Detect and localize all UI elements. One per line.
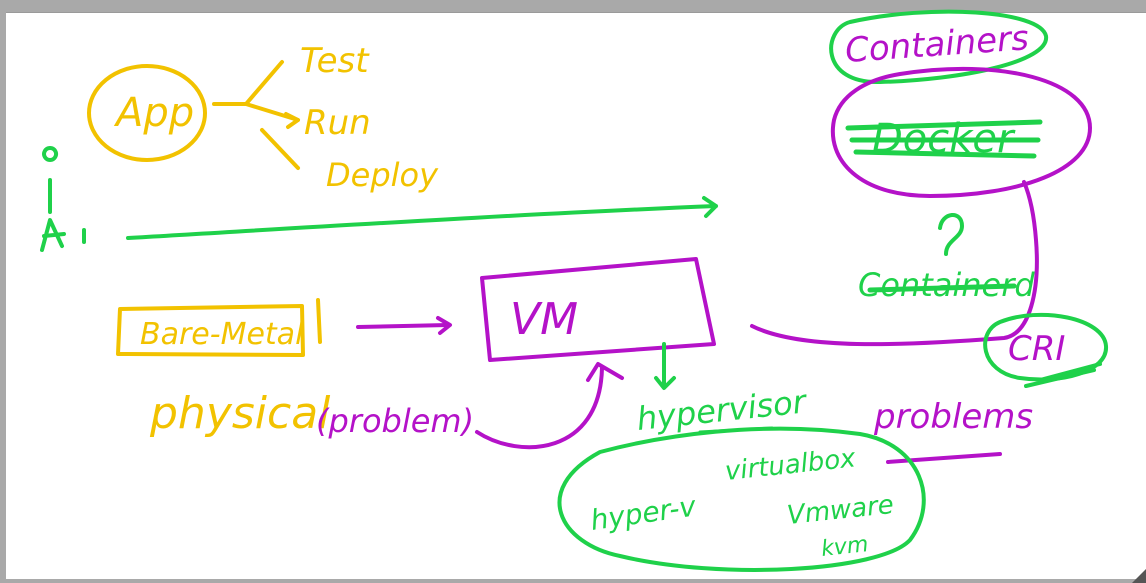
arrow-to-vm [356,316,452,335]
vm-box [480,257,716,362]
app-connector [212,60,300,122]
label-containerd: Containerd [858,266,1035,304]
vm-to-containers-line [750,180,1039,347]
bare-metal-bar [316,298,322,344]
label-physical: physical [149,388,331,439]
cri-scribble [1024,362,1102,388]
whiteboard-canvas[interactable] [6,12,1146,579]
label-vmware: Vmware [786,490,896,531]
resize-handle[interactable] [1132,569,1146,583]
hypervisor-cloud [557,426,926,572]
containerd-question-mark [938,213,964,256]
problem-loop-arrow [475,362,624,450]
arrow-to-run [284,112,300,129]
hypervisor-arrow [654,342,676,390]
label-bare-metal: Bare-Metal [140,317,304,352]
problems-underline [886,452,1002,464]
label-test: Test [300,41,370,81]
docker-circle [830,66,1092,198]
label-docker: Docker [872,116,1016,162]
label-containers: Containers [844,18,1030,71]
label-cri: CRI [1008,329,1065,369]
app-circle [87,64,207,162]
label-problems: problems [873,397,1033,437]
label-run: Run [304,103,371,143]
timeline-arrow [126,196,718,240]
label-deploy: Deploy [326,156,439,194]
deploy-connector [260,128,300,170]
containers-circle [829,9,1049,85]
label-vm: VM [510,294,578,345]
containerd-strikethrough [867,283,1017,293]
bare-metal-box [116,304,305,357]
label-hyperv: hyper-v [588,489,698,536]
stickman-icon [40,146,86,252]
docker-strikethrough [845,119,1043,159]
label-app: App [113,90,194,136]
label-problem: (problem) [316,402,474,440]
label-kvm: kvm [820,532,870,562]
label-virtualbox: virtualbox [724,443,858,487]
